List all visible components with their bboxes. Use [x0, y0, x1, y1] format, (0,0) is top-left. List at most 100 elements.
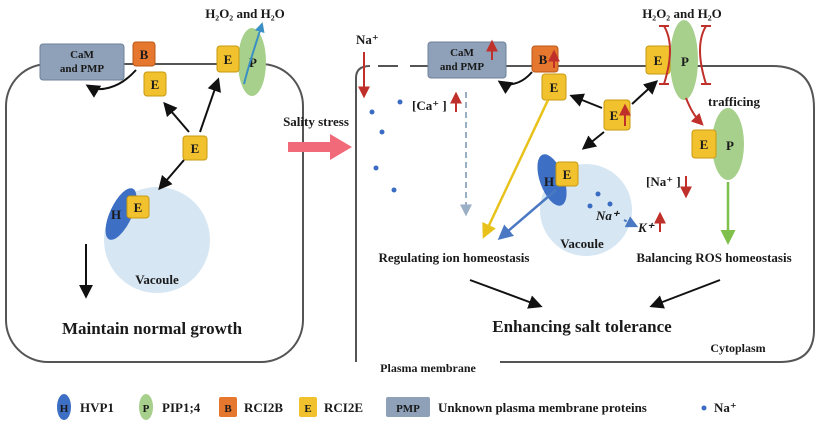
- left-arrow-e-to-pip: [199, 77, 221, 133]
- left-vacuole-label: Vacoule: [135, 272, 179, 287]
- left-pip-letter: P: [249, 55, 257, 70]
- right-cell: Na⁺ [Ca⁺ ] CaM and PMP B E P E: [355, 6, 815, 375]
- right-rci2b-letter: B: [539, 52, 548, 67]
- right-arrow-ion-to-salt: [469, 279, 543, 309]
- legend-pmp-text: Unknown plasma membrane proteins: [438, 400, 647, 415]
- legend-rci2e-key: E: [304, 403, 311, 415]
- right-arrow-e-to-be: [569, 93, 603, 109]
- right-rci2e-b: [541, 73, 567, 101]
- right-rci2e-b-letter: E: [550, 80, 559, 95]
- na-dot: [369, 109, 375, 115]
- left-rci2e-b-letter: E: [151, 77, 160, 92]
- right-vacuole-label: Vacoule: [560, 236, 604, 251]
- left-rci2e-center-letter: E: [191, 141, 200, 156]
- right-pip: [670, 20, 698, 100]
- right-ion-homeostasis-label: Regulating ion homeostasis: [379, 250, 530, 265]
- right-salt-tolerance-label: Enhancing salt tolerance: [492, 317, 672, 336]
- vacuole-na-dots: [587, 191, 613, 209]
- right-rci2e-vacuole: [555, 161, 579, 187]
- legend-rci2e-text: RCI2E: [324, 400, 363, 415]
- legend-na-swatch: [701, 405, 707, 411]
- na-dot: [587, 203, 593, 209]
- right-trafficking-arrow: [685, 97, 704, 126]
- right-pip-block-right: [699, 25, 707, 85]
- left-rci2e-vacuole: [126, 195, 150, 219]
- right-trafficking-label: trafficing: [708, 94, 760, 109]
- right-arrow-e-to-vacuole: [581, 131, 605, 150]
- left-arrow-e-to-be: [163, 101, 190, 133]
- left-rci2e-pip-letter: E: [224, 52, 233, 67]
- right-cell-membrane-corner: [355, 65, 371, 79]
- right-arrow-e-to-pip: [631, 80, 659, 105]
- right-h2o2-label: H₂O₂ and H₂O: [642, 6, 722, 21]
- na-dot: [391, 187, 397, 193]
- right-rci2e-pip-letter: E: [654, 53, 663, 68]
- left-rci2e-vacuole-letter: E: [134, 200, 143, 215]
- left-arrow-b-to-pmp: [85, 69, 137, 98]
- stress-indicator: Sality stress: [283, 114, 352, 160]
- legend-hvp1-key: H: [60, 403, 69, 415]
- na-dot: [607, 201, 613, 207]
- na-dot: [397, 99, 403, 105]
- left-cell: Vacoule H E E CaM and PMP B E P E H₂O₂ a…: [5, 6, 304, 363]
- right-hvp1: [537, 154, 567, 206]
- right-cell-membrane: [410, 65, 815, 363]
- right-na-entry-label: Na⁺: [356, 32, 379, 47]
- right-plasma-membrane-label: Plasma membrane: [380, 361, 476, 375]
- legend-pip-key: P: [143, 403, 150, 415]
- right-yellow-arrow: [482, 99, 550, 239]
- right-na-conc-label: [Na⁺ ]: [646, 174, 681, 189]
- left-arrow-e-to-vacuole: [158, 159, 185, 191]
- right-ca-label: [Ca⁺ ]: [412, 98, 447, 113]
- right-rci2e-vacuole-letter: E: [563, 167, 572, 182]
- right-k-label: K⁺: [637, 220, 656, 235]
- left-hvp1-letter: H: [111, 207, 121, 222]
- stress-label: Sality stress: [283, 114, 349, 129]
- left-rci2e-pip: [216, 45, 240, 73]
- right-rci2e-trafficked: [691, 129, 717, 159]
- legend-pmp-swatch: [386, 397, 430, 417]
- right-pmp-line2: and PMP: [440, 61, 485, 73]
- left-pmp-line1: CaM: [70, 49, 94, 61]
- legend-pmp-key: PMP: [396, 403, 420, 415]
- right-rci2e-trafficked-letter: E: [700, 137, 709, 152]
- left-rci2b: [132, 41, 156, 67]
- right-pip-letter: P: [681, 54, 689, 69]
- legend-pip-swatch: [139, 394, 153, 420]
- left-rci2b-letter: B: [140, 47, 149, 62]
- right-pip-block-left: [663, 25, 671, 85]
- na-dot: [373, 165, 379, 171]
- legend-rci2b-key: B: [224, 403, 232, 415]
- right-arrow-ros-to-salt: [649, 279, 721, 309]
- right-cytoplasm-label: Cytoplasm: [710, 341, 765, 355]
- right-pmp-line1: CaM: [450, 47, 474, 59]
- legend-rci2e-swatch: [299, 397, 317, 417]
- right-ros-homeostasis-label: Balancing ROS homeostasis: [636, 250, 791, 265]
- right-hvp1-letter: H: [544, 174, 554, 189]
- right-pip-trafficked-letter: P: [726, 138, 734, 153]
- right-pip-trafficked: [712, 108, 744, 180]
- right-na-vacuole-label: Na⁺: [595, 208, 621, 223]
- right-na-k-exchange-arrow: [623, 216, 639, 228]
- legend-pip-text: PIP1;4: [162, 400, 201, 415]
- right-blue-arrow: [497, 189, 557, 240]
- left-rci2e-b: [143, 71, 167, 97]
- left-pmp-line2: and PMP: [60, 63, 105, 75]
- left-rci2e-center: [182, 135, 208, 161]
- left-growth-label: Maintain normal growth: [62, 319, 243, 338]
- right-arrow-b-to-pmp: [497, 71, 533, 95]
- legend-hvp1-text: HVP1: [80, 400, 114, 415]
- legend-hvp1-swatch: [57, 394, 71, 420]
- legend-na-text: Na⁺: [714, 400, 737, 415]
- legend-rci2b-text: RCI2B: [244, 400, 283, 415]
- left-pip-flux: [243, 22, 265, 85]
- left-pmp-box: [39, 43, 125, 81]
- right-rci2e-center-letter: E: [610, 108, 619, 123]
- right-na-dots: [369, 99, 403, 193]
- na-dot: [595, 191, 601, 197]
- stress-arrow: [288, 134, 352, 160]
- legend: H HVP1 P PIP1;4 B RCI2B E RCI2E PMP Unkn…: [57, 394, 737, 420]
- left-h2o2-label: H₂O₂ and H₂O: [205, 6, 285, 21]
